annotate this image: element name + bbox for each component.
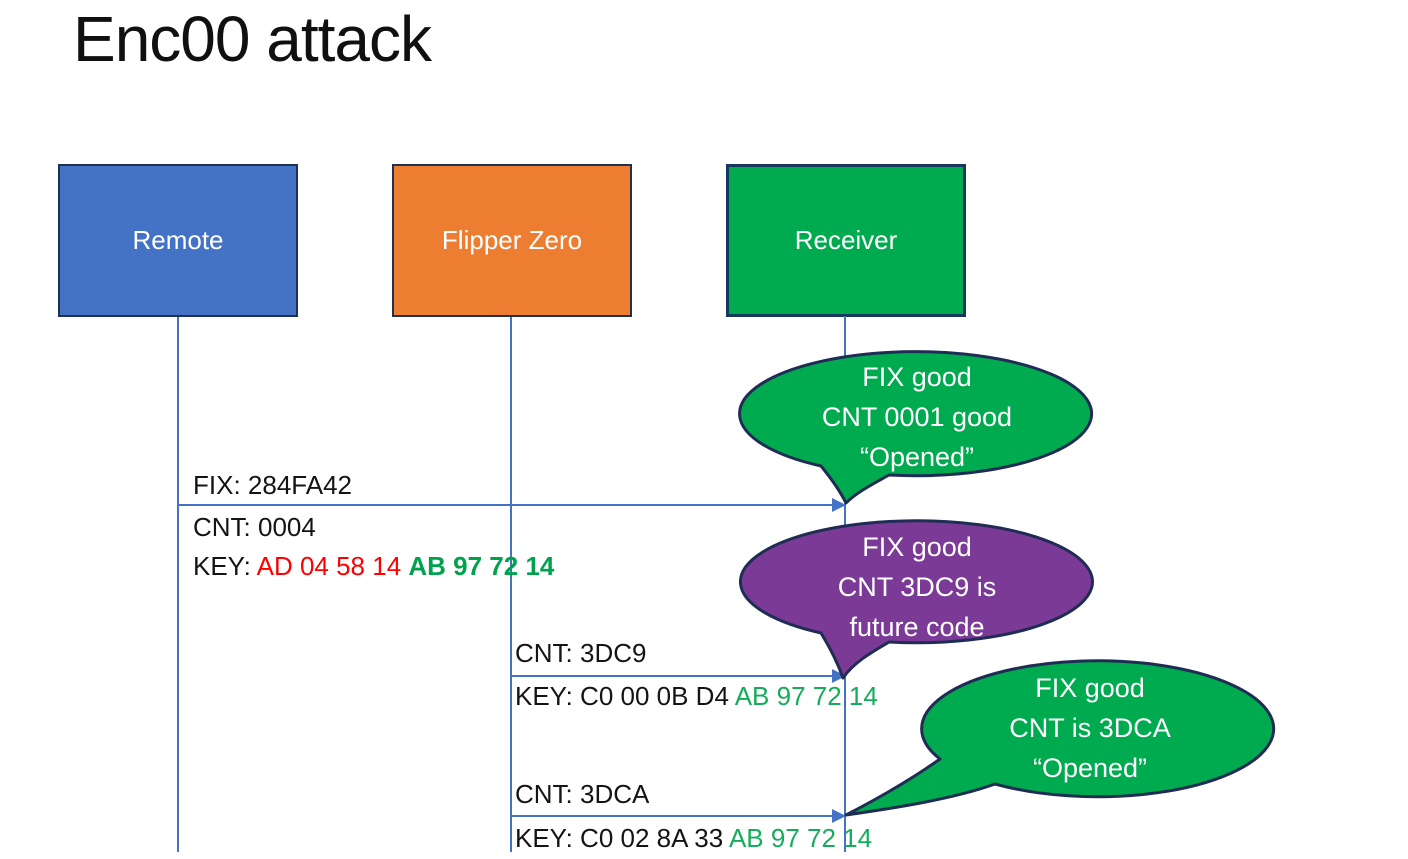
arrow-head-icon [832, 809, 846, 823]
msg3-cnt-label: CNT: 3DCA [515, 779, 650, 809]
msg3-key-label: KEY: C0 02 8A 33 AB 97 72 14 [515, 823, 872, 854]
speech-bubble-shape [738, 350, 1094, 505]
msg2-key-prefix: KEY: [515, 681, 581, 711]
actor-box-remote: Remote [58, 164, 298, 317]
callout-bubble-green-1 [738, 350, 1094, 505]
actor-label-flipper-zero: Flipper Zero [441, 225, 583, 255]
speech-bubble-shape [844, 659, 1276, 817]
page-title: Enc00 attack [73, 3, 432, 75]
callout3-line1: FIX good [1035, 673, 1145, 703]
actor-box-receiver: Receiver [726, 164, 966, 317]
callout1-line3: “Opened” [859, 442, 975, 472]
callout2-line1: FIX good [862, 532, 972, 562]
callout3-line3: “Opened” [1032, 753, 1148, 783]
callout1-line2: CNT 0001 good [821, 402, 1013, 432]
msg2-key-changing-bytes: C0 00 0B D4 [580, 681, 735, 711]
callout-bubble-purple [738, 519, 1094, 680]
msg2-cnt-label: CNT: 3DC9 [515, 638, 647, 668]
lifeline-remote [177, 317, 179, 852]
msg1-key-changing-bytes: AD 04 58 14 [256, 551, 409, 581]
callout-bubble-green-2 [844, 659, 1276, 817]
msg1-cnt-label: CNT: 0004 [193, 512, 316, 542]
callout2-line2: CNT 3DC9 is [837, 572, 997, 602]
msg1-key-prefix: KEY: [193, 551, 257, 581]
callout2-line3: future code [849, 612, 985, 642]
arrow-flipper-to-receiver-1 [511, 675, 834, 677]
actor-box-flipper-zero: Flipper Zero [392, 164, 632, 317]
msg2-key-label: KEY: C0 00 0B D4 AB 97 72 14 [515, 681, 878, 712]
msg3-key-changing-bytes: C0 02 8A 33 [580, 823, 729, 853]
actor-label-receiver: Receiver [794, 225, 898, 255]
arrow-head-icon [832, 498, 846, 512]
msg1-key-label: KEY: AD 04 58 14 AB 97 72 14 [193, 551, 554, 582]
actor-label-remote: Remote [132, 225, 224, 255]
callout2-text: FIX good CNT 3DC9 is future code [739, 527, 1095, 647]
arrow-flipper-to-receiver-2 [511, 815, 834, 817]
callout1-text: FIX good CNT 0001 good “Opened” [739, 357, 1095, 477]
callout3-text: FIX good CNT is 3DCA “Opened” [912, 668, 1268, 788]
msg3-key-prefix: KEY: [515, 823, 581, 853]
msg3-key-fixed-bytes: AB 97 72 14 [728, 823, 873, 853]
callout1-line1: FIX good [862, 362, 972, 392]
speech-bubble-shape [738, 519, 1094, 680]
msg2-key-fixed-bytes: AB 97 72 14 [734, 681, 878, 711]
msg1-key-fixed-bytes: AB 97 72 14 [408, 551, 555, 581]
msg1-fix-label: FIX: 284FA42 [193, 470, 352, 500]
lifeline-flipper-zero [510, 317, 512, 852]
arrow-remote-to-receiver [178, 504, 834, 506]
callout3-line2: CNT is 3DCA [1009, 713, 1171, 743]
